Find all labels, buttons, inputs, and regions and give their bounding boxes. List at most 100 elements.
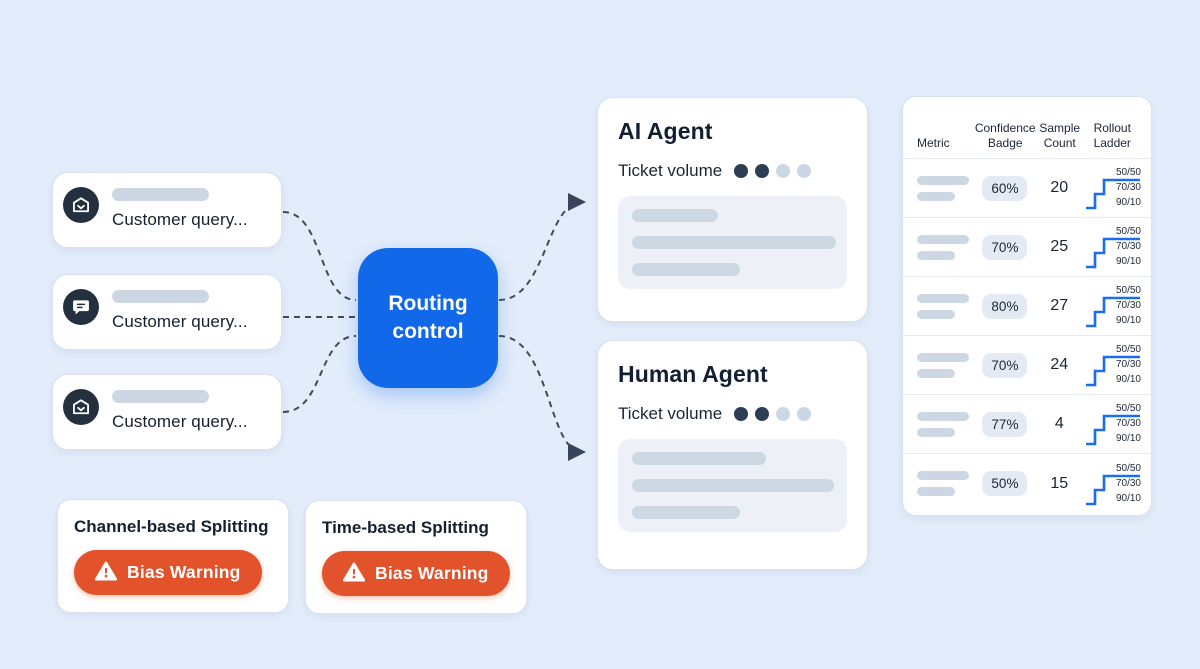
query-card: Customer query... — [52, 374, 282, 450]
ladder-label: 90/10 — [1115, 315, 1141, 326]
bias-warning-label: Bias Warning — [375, 563, 489, 583]
ladder-label: 50/50 — [1115, 344, 1141, 355]
ladder-label: 70/30 — [1115, 300, 1141, 311]
skeleton-bar — [632, 263, 740, 276]
rollout-ladder: 50/50 70/30 90/10 — [1083, 165, 1141, 211]
sample-count: 4 — [1054, 415, 1064, 432]
header-rollout: Rollout Ladder — [1093, 121, 1131, 150]
ladder-label: 90/10 — [1115, 197, 1141, 208]
warning-icon — [94, 561, 118, 584]
query-label: Customer query... — [112, 312, 248, 331]
ladder-step-icon — [1086, 414, 1140, 446]
skeleton-bar — [632, 506, 740, 519]
splitting-title: Channel-based Splitting — [74, 517, 269, 536]
ladder-label: 90/10 — [1115, 256, 1141, 267]
metrics-table-card: Metric Confidence Badge Sample Count Rol… — [902, 96, 1152, 516]
query-label: Customer query... — [112, 412, 248, 431]
metric-skeleton — [917, 293, 974, 319]
bias-warning-button[interactable]: Bias Warning — [74, 550, 262, 595]
rollout-ladder: 50/50 70/30 90/10 — [1083, 342, 1141, 388]
agent-title: AI Agent — [618, 118, 713, 144]
query-card: Customer query... — [52, 274, 282, 350]
dot-empty — [797, 407, 812, 421]
ticket-volume-label: Ticket volume — [618, 161, 723, 180]
ladder-label: 50/50 — [1115, 226, 1141, 237]
sample-count: 20 — [1050, 179, 1069, 196]
ladder-step-icon — [1086, 355, 1140, 387]
rollout-ladder: 50/50 70/30 90/10 — [1083, 283, 1141, 329]
ladder-label: 90/10 — [1115, 374, 1141, 385]
volume-dots — [734, 164, 812, 178]
metric-skeleton — [917, 471, 974, 496]
ai-agent-card: AI Agent Ticket volume — [597, 97, 868, 322]
metric-skeleton — [917, 234, 974, 260]
agent-title: Human Agent — [618, 361, 768, 387]
agent-skeleton-panel — [618, 196, 847, 289]
confidence-badge: 60% — [982, 175, 1028, 201]
dot-filled — [734, 407, 749, 421]
table-header-row: Metric Confidence Badge Sample Count Rol… — [903, 97, 1151, 159]
skeleton-bar — [632, 452, 766, 465]
confidence-badge: 50% — [982, 471, 1028, 496]
channel-splitting-card: Channel-based Splitting Bias Warning — [57, 499, 289, 613]
ticket-volume-label: Ticket volume — [618, 404, 723, 423]
query-skeleton-bar — [112, 390, 209, 403]
ladder-label: 70/30 — [1115, 241, 1141, 252]
query-label: Customer query... — [112, 210, 248, 229]
ladder-label: 70/30 — [1115, 182, 1141, 193]
router-node: Routing control — [358, 248, 498, 388]
ladder-step-icon — [1086, 178, 1140, 210]
ladder-step-icon — [1086, 474, 1140, 505]
ladder-label: 70/30 — [1115, 359, 1141, 370]
sample-count: 25 — [1050, 238, 1069, 255]
ladder-label: 50/50 — [1115, 462, 1141, 474]
human-agent-card: Human Agent Ticket volume — [597, 340, 868, 570]
header-metric: Metric — [917, 135, 950, 150]
skeleton-bar — [632, 236, 836, 249]
ladder-label: 50/50 — [1115, 403, 1141, 414]
confidence-badge: 70% — [982, 234, 1028, 260]
skeleton-bar — [632, 209, 718, 222]
dot-empty — [797, 164, 812, 178]
sample-count: 15 — [1050, 474, 1069, 492]
table-row: 50% 15 50/50 70/30 90/10 — [903, 454, 1151, 513]
dot-empty — [776, 407, 791, 421]
query-card: Customer query... — [52, 172, 282, 248]
ladder-step-icon — [1086, 237, 1140, 269]
ladder-label: 50/50 — [1115, 285, 1141, 296]
bias-warning-button[interactable]: Bias Warning — [322, 551, 510, 596]
table-row: 70% 24 50/50 70/30 90/10 — [903, 336, 1151, 395]
chat-icon — [63, 289, 99, 325]
dot-empty — [776, 164, 791, 178]
sample-count: 27 — [1050, 297, 1069, 314]
router-label: Routing control — [388, 291, 468, 343]
table-row: 70% 25 50/50 70/30 90/10 — [903, 218, 1151, 277]
splitting-title: Time-based Splitting — [322, 518, 489, 537]
ladder-label: 90/10 — [1115, 492, 1141, 504]
home-icon — [63, 389, 99, 425]
ladder-label: 70/30 — [1115, 477, 1141, 489]
dot-filled — [734, 164, 749, 178]
header-sample: Sample Count — [1039, 121, 1081, 150]
ladder-label: 70/30 — [1115, 418, 1141, 429]
skeleton-bar — [632, 479, 834, 492]
metric-skeleton — [917, 411, 974, 437]
ladder-label: 50/50 — [1115, 167, 1141, 178]
rollout-ladder: 50/50 70/30 90/10 — [1083, 224, 1141, 270]
warning-icon — [342, 562, 366, 585]
agent-skeleton-panel — [618, 439, 847, 532]
rollout-ladder: 50/50 70/30 90/10 — [1083, 461, 1141, 507]
volume-dots — [734, 407, 812, 421]
metric-skeleton — [917, 175, 974, 201]
sample-count: 24 — [1050, 356, 1069, 373]
ladder-step-icon — [1086, 296, 1140, 328]
query-skeleton-bar — [112, 188, 209, 201]
time-splitting-card: Time-based Splitting Bias Warning — [305, 500, 527, 614]
confidence-badge: 77% — [982, 411, 1028, 437]
dot-filled — [755, 164, 770, 178]
query-skeleton-bar — [112, 290, 209, 303]
confidence-badge: 70% — [982, 352, 1028, 378]
